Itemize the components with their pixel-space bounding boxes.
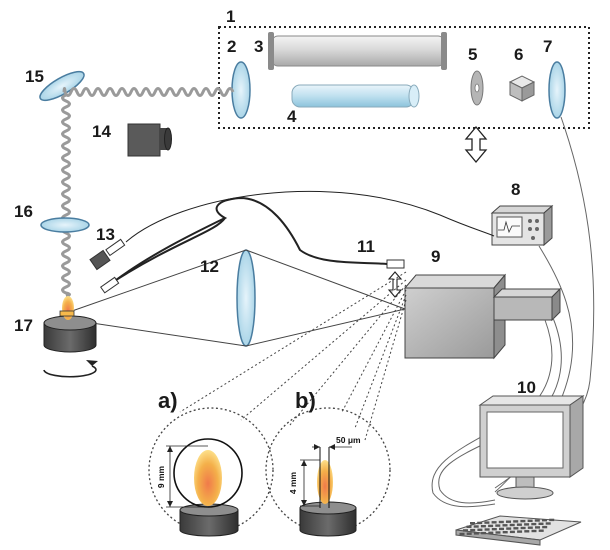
keyboard-key: [520, 520, 525, 522]
keyboard-key: [474, 532, 479, 534]
keyboard-key: [532, 530, 537, 532]
fiber-tip: [387, 260, 404, 268]
rear-mirror: [232, 62, 250, 118]
focusing-lens: [41, 218, 89, 232]
keyboard-key: [470, 522, 475, 524]
keyboard-key: [496, 531, 501, 533]
label-7: 7: [543, 37, 552, 56]
keyboard-key: [542, 519, 547, 521]
output-coupler-mirror: [549, 62, 565, 118]
keyboard: [456, 516, 581, 545]
keyboard-key: [481, 525, 486, 527]
keyboard-key: [517, 524, 522, 526]
keyboard-key: [492, 521, 497, 523]
label-14: 14: [92, 122, 111, 141]
inset-b-dimension-label: 4 mm: [288, 471, 298, 494]
computer: [480, 396, 583, 499]
label-11: 11: [357, 237, 375, 256]
aperture-disc: [471, 71, 483, 105]
keyboard-key: [477, 529, 482, 531]
label-15: 15: [25, 67, 44, 86]
keyboard-key: [495, 524, 500, 526]
q-switch-cube: [510, 76, 534, 101]
keyboard-key: [528, 520, 533, 522]
keyboard-key: [488, 532, 493, 534]
label-3: 3: [254, 37, 263, 56]
keyboard-key: [499, 528, 504, 530]
keyboard-key: [477, 522, 482, 524]
laser-beam-horizontal: [64, 89, 233, 96]
keyboard-key: [460, 533, 465, 535]
label-1: 1: [226, 7, 235, 26]
camera: [128, 124, 172, 156]
keyboard-key: [528, 527, 533, 529]
laser-crystal-rod: [292, 85, 419, 107]
keyboard-key: [513, 527, 518, 529]
label-4: 4: [287, 107, 297, 126]
keyboard-key: [484, 521, 489, 523]
collection-lens: [237, 250, 255, 346]
keyboard-key: [474, 525, 479, 527]
keyboard-key: [513, 520, 518, 522]
keyboard-key: [499, 521, 504, 523]
keyboard-key: [506, 527, 511, 529]
keyboard-key: [517, 530, 522, 532]
label-2: 2: [227, 37, 236, 56]
keyboard-key: [542, 526, 547, 528]
keyboard-key: [481, 532, 486, 534]
label-10: 10: [517, 378, 536, 397]
flashlamp-tube: [268, 32, 447, 70]
laser-beam-vertical: [63, 95, 70, 296]
rotation-arrow: [44, 360, 98, 377]
vertical-adjust-arrow-large: [466, 127, 486, 162]
keyboard-key: [546, 522, 551, 524]
inset-b-label: b): [295, 388, 316, 413]
label-12: 12: [200, 257, 219, 276]
label-17: 17: [14, 316, 33, 335]
keyboard-key: [467, 526, 472, 528]
keyboard-key: [467, 533, 472, 535]
keyboard-key: [521, 527, 526, 529]
keyboard-key: [510, 524, 515, 526]
inset-a: 9 mm: [149, 408, 273, 536]
keyboard-key: [470, 529, 475, 531]
keyboard-key: [463, 529, 468, 531]
keyboard-key: [506, 521, 511, 523]
keyboard-key: [531, 523, 536, 525]
oscilloscope: [492, 206, 552, 245]
keyboard-key: [503, 524, 508, 526]
label-13: 13: [96, 225, 115, 244]
label-5: 5: [468, 45, 477, 64]
keyboard-key: [535, 519, 540, 521]
inset-a-dimension-label: 9 mm: [156, 465, 166, 488]
keyboard-key: [488, 525, 493, 527]
inset-b-gap-label: 50 μm: [336, 435, 361, 445]
keyboard-key: [535, 526, 540, 528]
keyboard-key: [539, 530, 544, 532]
label-9: 9: [431, 247, 440, 266]
signal-cables: [116, 191, 494, 280]
keyboard-key: [492, 528, 497, 530]
keyboard-key: [510, 531, 515, 533]
label-6: 6: [514, 45, 523, 64]
inset-b: 4 mm 50 μm: [266, 408, 390, 536]
keyboard-key: [549, 519, 554, 521]
keyboard-key: [524, 530, 529, 532]
label-8: 8: [511, 180, 520, 199]
keyboard-key: [485, 528, 490, 530]
inset-a-label: a): [158, 388, 178, 413]
plasma-slice-marker: [60, 311, 74, 316]
keyboard-key: [524, 523, 529, 525]
keyboard-key: [503, 531, 508, 533]
spectrometer: [405, 275, 560, 358]
sample-holder: [44, 316, 96, 352]
keyboard-key: [539, 523, 544, 525]
label-16: 16: [14, 202, 33, 221]
